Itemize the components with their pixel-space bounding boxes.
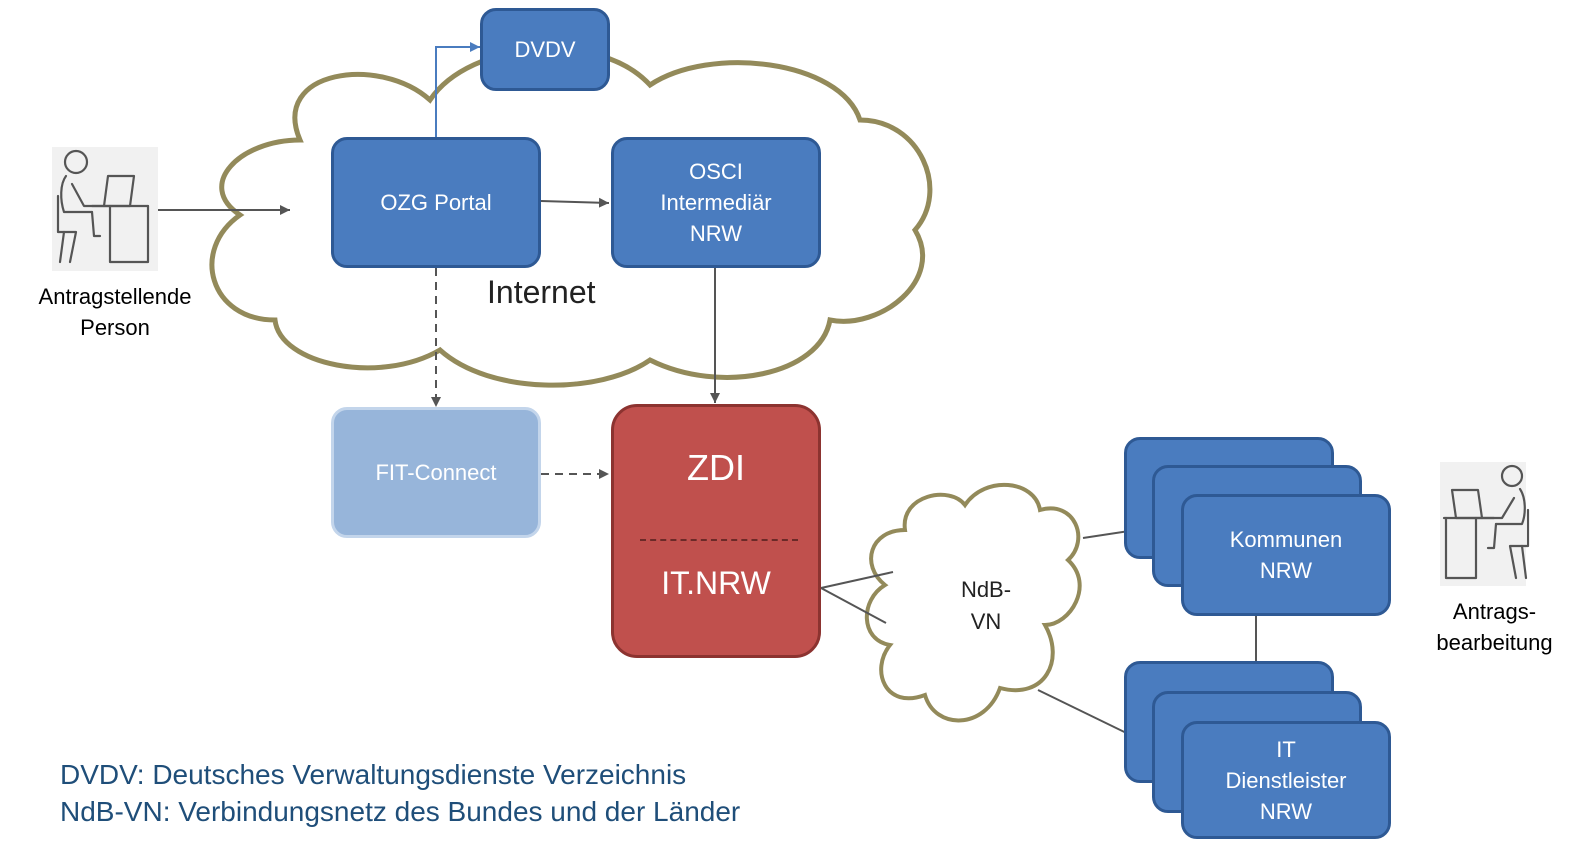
osci-intermediaer-node[interactable]: OSCI Intermediär NRW: [611, 137, 821, 268]
zdi-separator: [640, 539, 798, 541]
processing-label: Antrags- bearbeitung: [1436, 599, 1553, 655]
kommunen-nrw-node[interactable]: Kommunen NRW: [1181, 494, 1391, 616]
ndb-vn-cloud: [864, 482, 1082, 723]
dvdv-node[interactable]: DVDV: [480, 8, 610, 91]
applicant-label: Antragstellende Person: [38, 284, 192, 340]
zdi-it-nrw-node[interactable]: ZDI IT.NRW: [611, 404, 821, 658]
kommunen-nrw-label: Kommunen NRW: [1229, 527, 1343, 583]
legend-line-ndb-vn: NdB-VN: Verbindungsnetz des Bundes und d…: [60, 796, 741, 827]
ndb-vn-cloud-label: NdB- VN: [960, 577, 1012, 634]
legend-line-dvdv: DVDV: Deutsches Verwaltungsdienste Verze…: [60, 759, 687, 790]
fit-connect-label: FIT-Connect: [375, 460, 497, 485]
portal-to-dvdv-arrow: [435, 42, 480, 137]
internet-cloud-label: Internet: [487, 274, 596, 310]
osci-intermediaer-label: OSCI Intermediär NRW: [660, 159, 772, 246]
it-dienstleister-nrw-label: IT Dienstleister NRW: [1225, 736, 1347, 824]
portal-to-osci-arrow: [540, 197, 610, 208]
ozg-portal-label: OZG Portal: [380, 190, 492, 215]
dvdv-label: DVDV: [514, 37, 576, 62]
processing-person-icon: [1440, 462, 1530, 586]
internet-cloud: [209, 46, 933, 388]
applicant-person-icon: [52, 147, 158, 271]
zdi-label: ZDI: [687, 447, 745, 488]
it-nrw-label: IT.NRW: [661, 565, 771, 601]
it-dienstleister-nrw-node[interactable]: IT Dienstleister NRW: [1181, 721, 1391, 839]
fit-connect-node[interactable]: FIT-Connect: [331, 407, 541, 538]
zdi-to-ndb-line-lower: [820, 587, 887, 624]
zdi-to-ndb-line-upper: [820, 571, 894, 589]
ozg-portal-node[interactable]: OZG Portal: [331, 137, 541, 268]
